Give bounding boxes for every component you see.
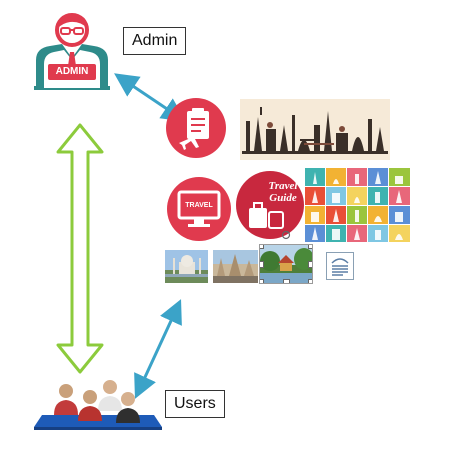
travel-guide-word-2: Guide: [269, 192, 297, 204]
selection-handle[interactable]: [308, 261, 312, 268]
landmarks-grid-image: [305, 168, 410, 242]
selection-handle[interactable]: [308, 279, 312, 283]
admin-label: Admin: [123, 27, 187, 55]
users-group-icon: [32, 375, 164, 431]
admin-badge-text: ADMIN: [55, 66, 89, 77]
selection-handle[interactable]: [260, 279, 264, 283]
admin-users-double-arrow: [56, 123, 104, 374]
landmarks-banner-image: [240, 99, 390, 160]
travel-guide-luggage-icon: Travel Guide: [235, 170, 305, 240]
taj-mahal-photo: [165, 250, 208, 283]
admin-avatar-icon: ADMIN: [30, 8, 114, 92]
travel-monitor-icon: TRAVEL: [166, 176, 232, 242]
temple-photo: [213, 250, 258, 283]
selection-handle[interactable]: [308, 245, 312, 249]
travel-guide-word-1: Travel: [268, 180, 298, 192]
travel-guide-title: Travel Guide: [261, 180, 305, 204]
admin-resource-arrow: [114, 73, 186, 122]
users-label: Users: [165, 390, 225, 418]
text-document-icon: [326, 252, 354, 280]
checklist-plane-icon: [165, 97, 227, 159]
selection-handle[interactable]: [260, 261, 264, 268]
users-resource-arrow: [134, 299, 182, 399]
selection-handle[interactable]: [283, 279, 290, 283]
selection-handle[interactable]: [260, 245, 264, 249]
garden-pavilion-photo[interactable]: [259, 244, 313, 284]
travel-monitor-text: TRAVEL: [185, 202, 213, 209]
rotate-handle-icon[interactable]: [281, 230, 291, 240]
